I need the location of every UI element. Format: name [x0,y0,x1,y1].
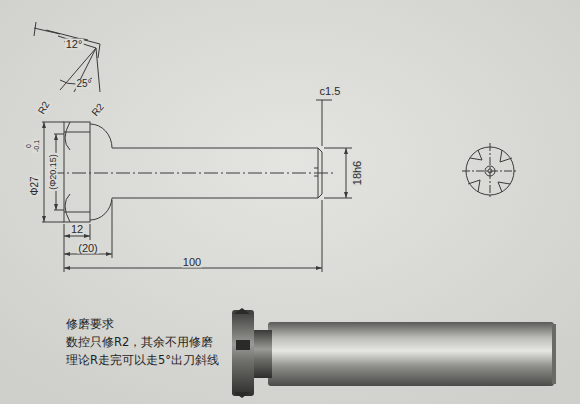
tolerance-upper: 0 [25,143,32,149]
diameter-dimension: (Φ20.15) [49,153,58,191]
angle-dimension: 12° [65,39,84,50]
diameter-dimension: Φ27 [30,175,40,196]
note-text: 理论R走完可以走5°出刀斜线 [66,354,219,368]
length-dimension: 12 [70,224,84,235]
note-heading: 修磨要求 [66,318,114,332]
length-dimension: 100 [182,257,202,268]
diameter-dimension: 18h6 [352,160,363,186]
chamfer-dimension: c1.5 [319,86,342,97]
tolerance-lower: -0.1 [33,139,40,153]
length-dimension: (20) [77,243,99,254]
angle-dimension: 25° [75,79,92,89]
note-text: 数控只修R2，其余不用修磨 [66,336,213,350]
